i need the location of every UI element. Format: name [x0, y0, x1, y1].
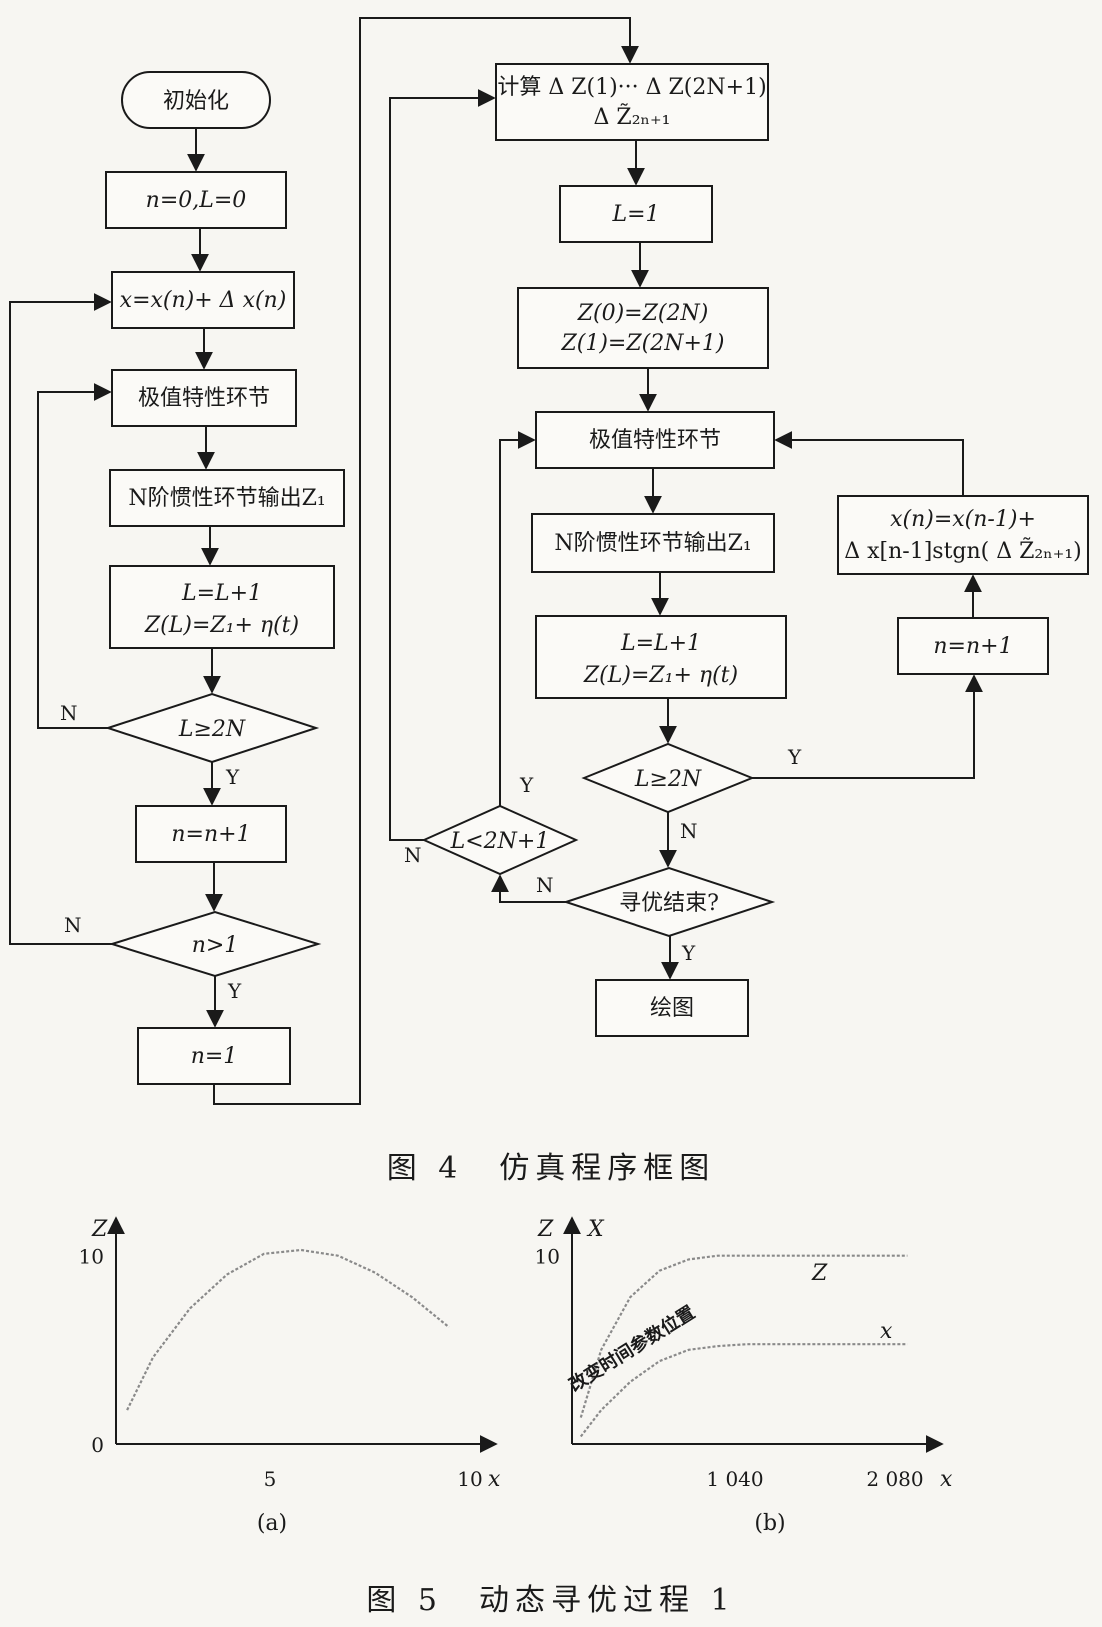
- l-lt-diamond: [421, 804, 579, 876]
- shift-box: [517, 287, 769, 369]
- x-step-label-2: Δ x[n-1]stgn( Δ Z̃₂ₙ₊₁): [844, 538, 1082, 564]
- extreme-left-label: 极值特性环节: [138, 386, 270, 411]
- n-inc-right-box: [897, 617, 1049, 675]
- series-line-0: [579, 1254, 908, 1418]
- extreme-right-label: 极值特性环节: [589, 428, 721, 453]
- l2n-right-no: N: [680, 819, 698, 843]
- x-axis-label: x: [940, 1467, 953, 1492]
- series-label: Z: [811, 1261, 828, 1286]
- n1-label: n>1: [192, 933, 239, 958]
- n1-no: N: [64, 913, 82, 937]
- inertia-left-box: [109, 469, 345, 527]
- start-label: 初始化: [163, 89, 229, 114]
- init-label: n=0,L=0: [146, 188, 247, 213]
- y-tick-label: 0: [91, 1433, 104, 1457]
- extreme-right-box: [535, 411, 775, 469]
- panel-label: (a): [257, 1511, 287, 1536]
- x-update-label: x=x(n)+ Δ x(n): [120, 288, 287, 313]
- x-tick-label: 10: [457, 1467, 482, 1491]
- plot-box: [595, 979, 749, 1037]
- accum-right-label-2: Z(L)=Z₁+ η(t): [583, 663, 738, 688]
- l-eq1-box: [559, 185, 713, 243]
- series-label: x: [880, 1319, 893, 1344]
- x-tick-label: 2 080: [866, 1467, 923, 1491]
- y-axis-label-2: X: [586, 1217, 605, 1242]
- n-inc-left-label: n=n+1: [171, 822, 250, 847]
- n-inc-left-box: [135, 805, 287, 863]
- series-line-1: [579, 1343, 908, 1438]
- l-eq1-label: L=1: [611, 202, 659, 227]
- series-line-0: [126, 1248, 450, 1411]
- y-tick-label: 10: [535, 1245, 560, 1269]
- inertia-left-label: N阶惯性环节输出Z₁: [128, 486, 325, 511]
- y-axis-label: Z: [537, 1217, 554, 1242]
- extreme-left-box: [111, 369, 297, 427]
- n1-yes: Y: [227, 979, 242, 1003]
- compute-label-1: 计算 Δ Z(1)··· Δ Z(2N+1): [497, 75, 766, 100]
- l2n-left-label: L≥2N: [178, 717, 246, 742]
- l-lt-no: N: [404, 843, 422, 867]
- l2n-left-no: N: [60, 701, 78, 725]
- l-lt-label: L<2N+1: [450, 829, 550, 854]
- x-axis-label: x: [488, 1467, 501, 1492]
- shift-label-2: Z(1)=Z(2N+1): [560, 331, 724, 356]
- inertia-right-box: [531, 513, 775, 573]
- compute-box: [495, 63, 769, 141]
- panel-label: (b): [754, 1511, 785, 1536]
- chart-a: x Z 5 10 0 10 (a): [79, 1216, 501, 1536]
- n1-diamond: [108, 910, 322, 978]
- l-lt-yes: Y: [519, 773, 534, 797]
- l2n-left-yes: Y: [225, 765, 240, 789]
- x-step-label-1: x(n)=x(n-1)+: [890, 507, 1036, 532]
- end-yes: Y: [681, 941, 696, 965]
- l2n-right-yes: Y: [787, 745, 802, 769]
- init-box: [105, 171, 287, 229]
- end-diamond: [562, 866, 776, 938]
- accum-right-label-1: L=L+1: [620, 631, 701, 656]
- y-tick-label: 10: [79, 1245, 104, 1269]
- end-label: 寻优结束?: [619, 891, 719, 916]
- x-tick-label: 5: [264, 1467, 277, 1491]
- l2n-left-diamond: [104, 692, 320, 764]
- n-inc-right-label: n=n+1: [933, 634, 1012, 659]
- n-set1-label: n=1: [191, 1044, 238, 1069]
- y-axis-label: Z: [91, 1217, 108, 1242]
- x-tick-label: 1 040: [706, 1467, 763, 1491]
- fig5-caption: 图 5 动态寻优过程 1: [366, 1583, 735, 1618]
- right-flow: 计算 Δ Z(1)··· Δ Z(2N+1) Δ Z̃₂ₙ₊₁ L=1 Z(0)…: [389, 63, 1089, 1037]
- end-no: N: [536, 873, 554, 897]
- left-flow: 初始化 n=0,L=0 x=x(n)+ Δ x(n) 极值特性环节 N阶惯性环节…: [9, 17, 639, 1105]
- l2n-right-label: L≥2N: [634, 767, 702, 792]
- accum-left-label-1: L=L+1: [181, 581, 262, 606]
- compute-label-2: Δ Z̃₂ₙ₊₁: [594, 104, 671, 130]
- fig4-caption: 图 4 仿真程序框图: [387, 1151, 716, 1186]
- accum-right-box: [535, 615, 787, 699]
- n-set1-box: [137, 1027, 291, 1085]
- plot-label: 绘图: [650, 996, 694, 1021]
- accum-left-label-2: Z(L)=Z₁+ η(t): [144, 613, 299, 638]
- shift-label-1: Z(0)=Z(2N): [577, 301, 709, 326]
- accum-left-box: [109, 565, 335, 649]
- inertia-right-label: N阶惯性环节输出Z₁: [554, 531, 751, 556]
